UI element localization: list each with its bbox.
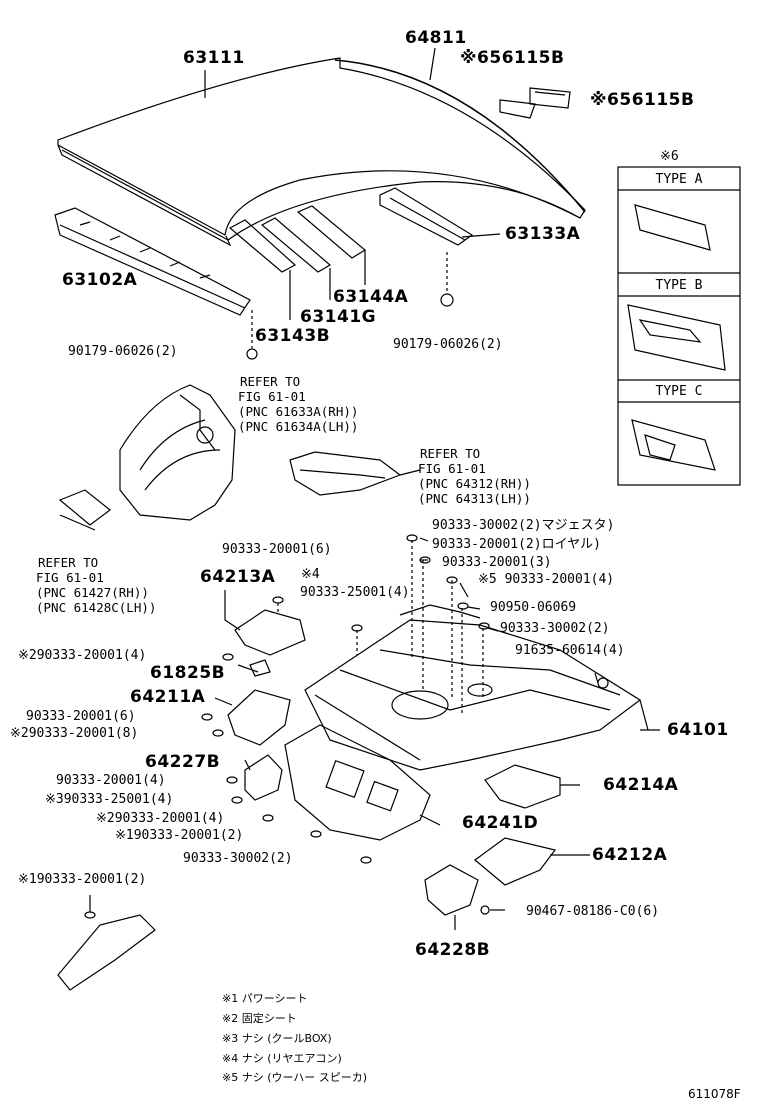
label-90333-20001-4b: 90333-20001(4) [56, 773, 166, 788]
label-56115b-a: ※656115B [460, 50, 564, 67]
label-64241d: 64241D [462, 813, 539, 833]
quarter-inner-drawing [58, 384, 236, 531]
type-a-heading: TYPE A [655, 172, 703, 187]
label-64227b: 64227B [145, 752, 221, 772]
label-90333-20001-royal: 90333-20001(2)ロイヤル) [432, 537, 602, 552]
top-dashed-leaders [251, 252, 448, 348]
refer-note-line: FIG 61-01 [238, 389, 306, 404]
bracket-64214a-drawing [484, 764, 561, 809]
label-w2-90333-20001-4: ※290333-20001(4) [18, 648, 147, 663]
label-90333-20001-6: 90333-20001(6) [26, 709, 136, 724]
label-w1-90333-20001-2: ※190333-20001(2) [115, 828, 244, 843]
refer-note-2: REFER TO FIG 61-01 (PNC 64312(RH)) (PNC … [418, 446, 531, 506]
refer-note-line: FIG 61-01 [36, 570, 104, 585]
label-61825b: 61825B [150, 663, 226, 683]
label-90333-20001-4-w5: ※5 90333-20001(4) [478, 573, 614, 586]
crossmember-64241d-drawing [262, 724, 431, 864]
refer-note-3: REFER TO FIG 61-01 (PNC 61427(RH)) (PNC … [36, 555, 156, 615]
clip-right-drawing [440, 293, 454, 307]
note-mark: ※6 [460, 48, 490, 68]
label-90179-left: 90179-06026(2) [68, 344, 178, 359]
bracket-64228b-drawing [424, 864, 490, 916]
label-64101: 64101 [667, 720, 729, 740]
label-90333-30002-2: 90333-30002(2) [500, 621, 610, 636]
label-90333-20001-4-number: 90333-20001(4) [504, 572, 615, 587]
label-w2-90333-20001-8: ※290333-20001(8) [10, 726, 139, 741]
refer-note-line: (PNC 61428C(LH)) [36, 600, 157, 615]
legend-item-3: ※3 ナシ (クールBOX) [222, 1032, 332, 1045]
label-64211a: 64211A [130, 687, 206, 707]
floor-leaders [214, 537, 660, 930]
label-90333-20001-3: 90333-20001(3) [442, 555, 552, 570]
label-90333-30002-majesta: 90333-30002(2)マジェスタ) [432, 518, 615, 533]
legend-item-2: ※2 固定シート [222, 1012, 297, 1025]
note-mark: ※6 [590, 90, 620, 110]
refer-note-1: REFER TO FIG 61-01 (PNC 61633A(RH)) (PNC… [238, 374, 358, 434]
bracket-64211a-drawing [201, 689, 291, 746]
label-63111: 63111 [183, 48, 245, 68]
refer-note-line: (PNC 61427(RH)) [36, 585, 149, 600]
label-64214a: 64214A [603, 775, 679, 795]
label-90333-25001-4: 90333-25001(4) [300, 585, 410, 600]
note-mark: ※5 [478, 572, 497, 587]
legend-item-5: ※5 ナシ (ウーハー スピーカ) [222, 1071, 368, 1084]
label-mark-4: ※4 [301, 567, 320, 582]
pad-drawing [499, 87, 571, 119]
refer-note-line: FIG 61-01 [418, 461, 486, 476]
label-63143b: 63143B [255, 326, 331, 346]
label-64213a: 64213A [200, 567, 276, 587]
refer-note-line: (PNC 64312(RH)) [418, 476, 531, 491]
figure-code: 611078F [688, 1087, 741, 1101]
legend-item-1: ※1 パワーシート [222, 992, 308, 1005]
label-90179-right: 90179-06026(2) [393, 337, 503, 352]
label-91635: 91635-60614(4) [515, 643, 625, 658]
label-63141g: 63141G [300, 307, 377, 327]
label-90467: 90467-08186-C0(6) [526, 904, 660, 919]
header-panel-drawing [54, 207, 251, 316]
seat-bracket-drawing [57, 895, 156, 991]
roof-edge-drawing [334, 59, 586, 213]
label-90333-30002-2c: 90333-30002(2) [183, 851, 293, 866]
label-56115b-b: ※656115B [590, 92, 694, 109]
label-90950: 90950-06069 [490, 600, 577, 615]
package-tray-drawing [289, 451, 421, 496]
top-leaders [204, 47, 501, 320]
bracket-64227b-drawing [226, 754, 283, 804]
label-56115b-a-number: 56115B [489, 48, 565, 68]
label-w3-90333-25001-4: ※390333-25001(4) [45, 792, 174, 807]
roof-panel-drawing [57, 57, 586, 247]
legend-item-4: ※4 ナシ (リヤエアコン) [222, 1052, 342, 1065]
label-64811: 64811 [405, 28, 467, 48]
label-56115b-b-number: 56115B [619, 90, 695, 110]
type-box-mark: ※6 [660, 149, 679, 164]
label-90333-20001-6-top: 90333-20001(6) [222, 542, 332, 557]
clip-left-drawing [246, 348, 258, 360]
floor-dashed-leaders [356, 540, 484, 715]
refer-note-line: REFER TO [420, 446, 481, 461]
label-63102a: 63102A [62, 270, 138, 290]
label-64228b: 64228B [415, 940, 491, 960]
label-w2-90333-20001-4b: ※290333-20001(4) [96, 811, 225, 826]
label-64212a: 64212A [592, 845, 668, 865]
label-63133a: 63133A [505, 224, 581, 244]
label-w1-90333-20001-2b: ※190333-20001(2) [18, 872, 147, 887]
type-b-heading: TYPE B [655, 278, 703, 293]
rear-floor-drawing [304, 604, 649, 771]
refer-note-line: (PNC 61633A(RH)) [238, 404, 359, 419]
refer-note-line: (PNC 61634A(LH)) [238, 419, 359, 434]
bracket-64213a-drawing [222, 590, 306, 677]
refer-note-line: REFER TO [38, 555, 99, 570]
roof-bow-drawing [228, 187, 474, 273]
refer-note-line: (PNC 64313(LH)) [418, 491, 531, 506]
type-c-heading: TYPE C [655, 384, 703, 399]
refer-note-line: REFER TO [240, 374, 301, 389]
type-box-frame [617, 166, 741, 486]
bracket-64212a-drawing [474, 837, 557, 886]
label-63144a: 63144A [333, 287, 409, 307]
